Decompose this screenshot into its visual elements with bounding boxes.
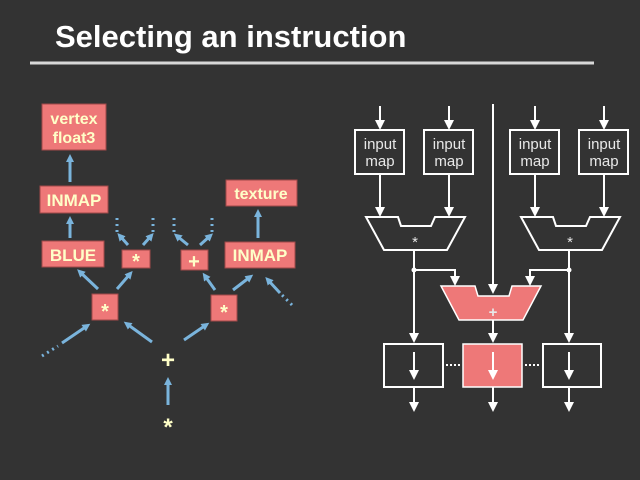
slide-title: Selecting an instruction [55,19,406,54]
blue-label: BLUE [50,246,96,265]
mul-small-label: * [132,251,140,273]
inmap-left-node [39,185,109,214]
add-small-label: + [188,251,200,273]
edge-arrow [115,270,133,290]
adder-label: + [489,304,498,321]
multiplier-unit-left [364,216,467,251]
expression-tree: vertex float3 INMAP BLUE * + texture INM… [39,103,298,441]
vertex-float3-node [41,103,107,151]
datapath-diagram: input map input map input map input map … [354,104,629,412]
float3-label: float3 [53,130,96,147]
edge-arrow [265,277,282,295]
input-map-label: input [588,136,621,153]
inmap-right-label: INMAP [233,246,288,265]
mul-right-node [210,294,238,322]
mul-right-label: * [220,302,228,324]
texture-label: texture [234,186,287,203]
edge-arrow [123,321,153,344]
multiplier-left-label: * [412,234,418,251]
blue-node [41,240,105,268]
edge-arrow [173,233,189,247]
adder-unit-selected [439,285,543,321]
input-map-label: input [433,136,466,153]
input-map-label: map [589,153,618,170]
input-map-label: map [365,153,394,170]
multiplier-right-label: * [567,234,573,251]
input-map-label: input [519,136,552,153]
input-map-label: map [520,153,549,170]
wire [525,269,569,286]
junction-dot [566,267,572,273]
input-map-label: input [364,136,397,153]
edge-arrow [183,322,210,342]
root-add-label: + [161,347,175,374]
edge-arrow [61,323,91,345]
wire [414,269,460,286]
multiplier-unit-right [519,216,622,251]
inmap-left-label: INMAP [47,191,102,210]
edge-arrow [232,274,254,292]
input-map-label: map [434,153,463,170]
add-small-node [180,249,209,271]
edge-dotted [41,344,59,358]
edge-arrow [202,272,217,291]
junction-dot [411,267,417,273]
inmap-right-node [224,241,296,269]
edge-arrow [198,233,213,247]
edge-dotted [280,293,294,307]
register-box [542,343,602,388]
edge-arrow [77,269,100,291]
mul-left-label: * [101,301,109,323]
mul-small-node [121,249,151,269]
root-mul-label: * [163,414,173,441]
texture-node [225,179,298,207]
mul-left-node [91,293,119,321]
edge-arrow [141,233,154,246]
vertex-label: vertex [50,111,97,128]
edge-arrow [117,233,130,246]
